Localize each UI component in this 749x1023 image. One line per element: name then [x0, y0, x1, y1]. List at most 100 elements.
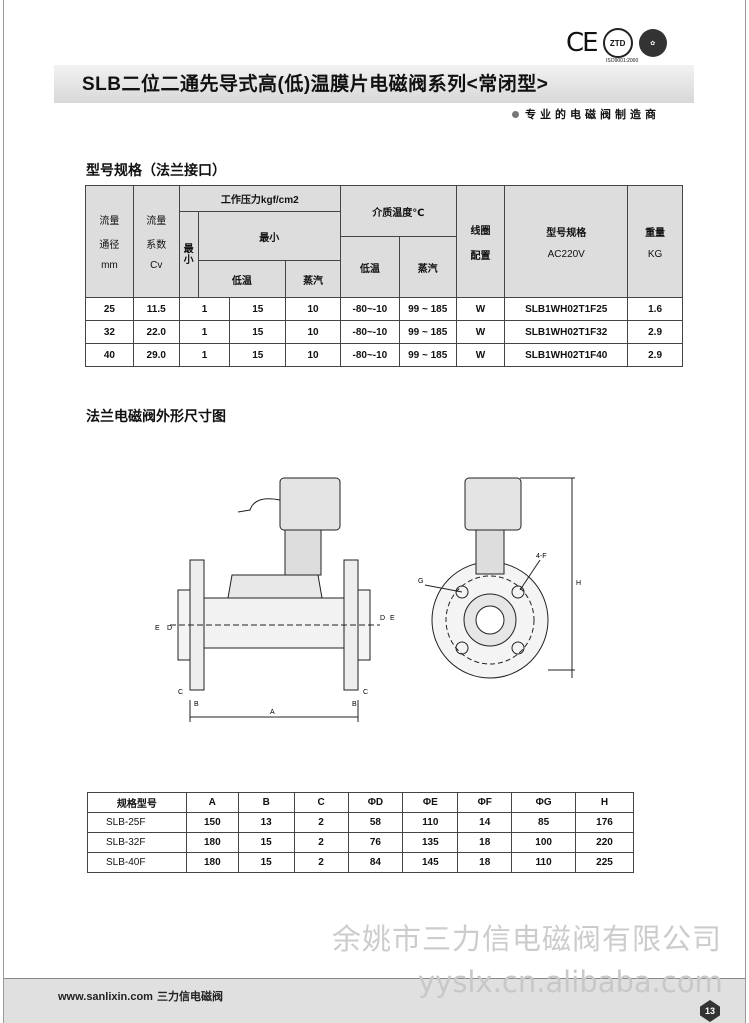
table-cell: 110 [511, 852, 577, 873]
table-cell: 25 [85, 297, 134, 321]
table-cell: 99 ~ 185 [398, 343, 457, 367]
label-e2: E [390, 615, 395, 622]
label-c2: C [363, 689, 368, 696]
header-temp-low: 低温 [339, 236, 400, 298]
table-cell: 18 [457, 852, 513, 873]
table-cell: 135 [402, 832, 459, 853]
table-cell: 58 [347, 812, 404, 833]
side-view [170, 477, 380, 722]
table-cell: SLB1WH02T1F32 [504, 320, 629, 344]
table-cell: 15 [229, 320, 287, 344]
label-4f: 4-F [536, 553, 547, 560]
table-cell: W [455, 297, 506, 321]
page-number: 13 [700, 1000, 720, 1022]
table-cell: 15 [237, 852, 295, 873]
drawing-section-title: 法兰电磁阀外形尺寸图 [86, 408, 226, 424]
header-min-vertical: 最小 [178, 211, 199, 298]
column-header: C [293, 792, 349, 813]
table-cell: 14 [457, 812, 513, 833]
header-pressure: 工作压力kgf/cm2 [178, 185, 341, 212]
table-cell: 110 [402, 812, 459, 833]
table-cell: 15 [237, 832, 295, 853]
table-cell: 40 [85, 343, 134, 367]
header-temp-steam: 蒸汽 [398, 236, 457, 298]
bullet-icon [512, 111, 519, 118]
table-cell: 2.9 [627, 343, 683, 367]
column-header: ΦE [402, 792, 459, 813]
frame-line [3, 0, 4, 1023]
column-header: ΦF [457, 792, 513, 813]
table-cell: 1.6 [627, 297, 683, 321]
certification-logos: CE ZTD ✿ [566, 28, 667, 58]
spec-section-title: 型号规格（法兰接口） [86, 162, 226, 178]
header-steam: 蒸汽 [285, 260, 341, 298]
table-cell: -80~-10 [339, 343, 400, 367]
table-cell: 2 [293, 812, 349, 833]
table-cell: 15 [229, 297, 287, 321]
table-cell: 10 [285, 343, 341, 367]
table-cell: 10 [285, 297, 341, 321]
label-b: B [194, 701, 199, 708]
table-cell: 1 [178, 343, 231, 367]
table-cell: W [455, 320, 506, 344]
table-cell: 85 [511, 812, 577, 833]
valve-dimension-drawing: A B B C C D E D E H G 4-F [155, 477, 581, 722]
header-min: 最小 [197, 211, 341, 261]
column-header: ΦD [347, 792, 404, 813]
table-cell: 2 [293, 832, 349, 853]
table-cell: 99 ~ 185 [398, 297, 457, 321]
column-header: A [185, 792, 239, 813]
table-cell: 145 [402, 852, 459, 873]
table-cell: 29.0 [132, 343, 180, 367]
iso-label: ISO9001:2000 [606, 58, 639, 64]
table-cell: 32 [85, 320, 134, 344]
table-cell: 150 [185, 812, 239, 833]
header-coil: 线圈配置 [455, 185, 506, 298]
table-cell: 176 [575, 812, 634, 833]
table-cell: 76 [347, 832, 404, 853]
label-a: A [270, 709, 275, 716]
title-band [54, 65, 694, 103]
site-watermark: yyslx.cn.alibaba.com [418, 965, 723, 999]
label-c: C [178, 689, 183, 696]
label-d2: D [380, 615, 385, 622]
table-cell: SLB-40F [87, 852, 187, 873]
page-title: SLB二位二通先导式高(低)温膜片电磁阀系列<常闭型> [82, 74, 549, 95]
column-header: 规格型号 [87, 792, 187, 813]
column-header: H [575, 792, 634, 813]
table-cell: 13 [237, 812, 295, 833]
table-cell: 225 [575, 852, 634, 873]
iso-seal-icon: ✿ [638, 29, 667, 57]
label-h: H [576, 580, 581, 587]
table-cell: 11.5 [132, 297, 180, 321]
table-cell: 10 [285, 320, 341, 344]
label-d: D [167, 625, 172, 632]
company-watermark: 余姚市三力信电磁阀有限公司 [332, 922, 723, 956]
subtitle-text: 专业的电磁阀制造商 [525, 109, 660, 121]
table-cell: 84 [347, 852, 404, 873]
table-cell: W [455, 343, 506, 367]
table-cell: 18 [457, 832, 513, 853]
table-cell: 1 [178, 297, 231, 321]
header-temp: 介质温度℃ [339, 185, 457, 237]
table-cell: SLB-32F [87, 832, 187, 853]
table-cell: 100 [511, 832, 577, 853]
table-cell: -80~-10 [339, 297, 400, 321]
label-g: G [418, 578, 423, 585]
table-cell: 2.9 [627, 320, 683, 344]
table-cell: 22.0 [132, 320, 180, 344]
ztd-seal-icon: ZTD [602, 28, 633, 58]
footer-brand: 三力信电磁阀 [156, 991, 223, 1003]
